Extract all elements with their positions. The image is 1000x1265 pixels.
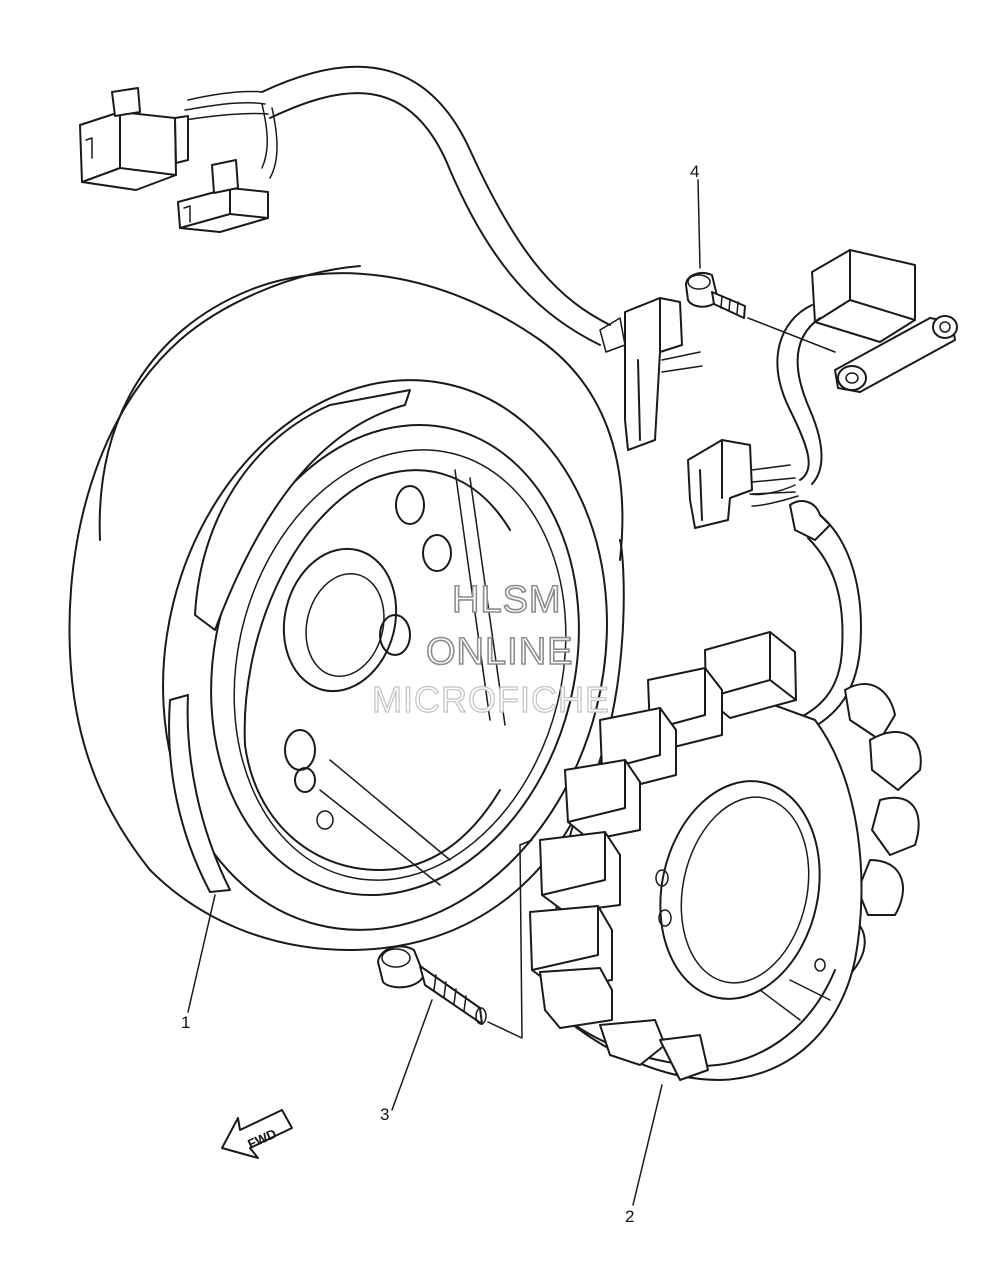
stator-assembly	[529, 631, 922, 1081]
connector-coupler-upper	[79, 87, 189, 191]
fwd-arrow-icon: FWD	[221, 1109, 293, 1159]
watermark-line-3: MICROFICHE	[372, 679, 610, 720]
connector-coupler-lower	[177, 159, 269, 233]
watermark-line-1: HLSM	[452, 579, 562, 621]
callout-2: 2	[625, 1207, 634, 1226]
leader-lines	[187, 179, 701, 1206]
watermark: HLSM ONLINE MICROFICHE	[371, 578, 610, 720]
connector-mid-right	[687, 439, 796, 529]
callout-3: 3	[380, 1105, 389, 1124]
callout-4: 4	[690, 162, 699, 181]
connector-mid-left	[599, 297, 703, 451]
screw-3	[377, 945, 487, 1025]
screw-4	[685, 272, 836, 353]
watermark-line-2: ONLINE	[426, 631, 573, 673]
assembly-guide-lines	[487, 839, 533, 1039]
wire-harness	[184, 65, 611, 346]
pickup-coil-sensor	[749, 249, 958, 507]
flywheel-rotor	[68, 265, 625, 951]
callout-1: 1	[181, 1013, 190, 1032]
